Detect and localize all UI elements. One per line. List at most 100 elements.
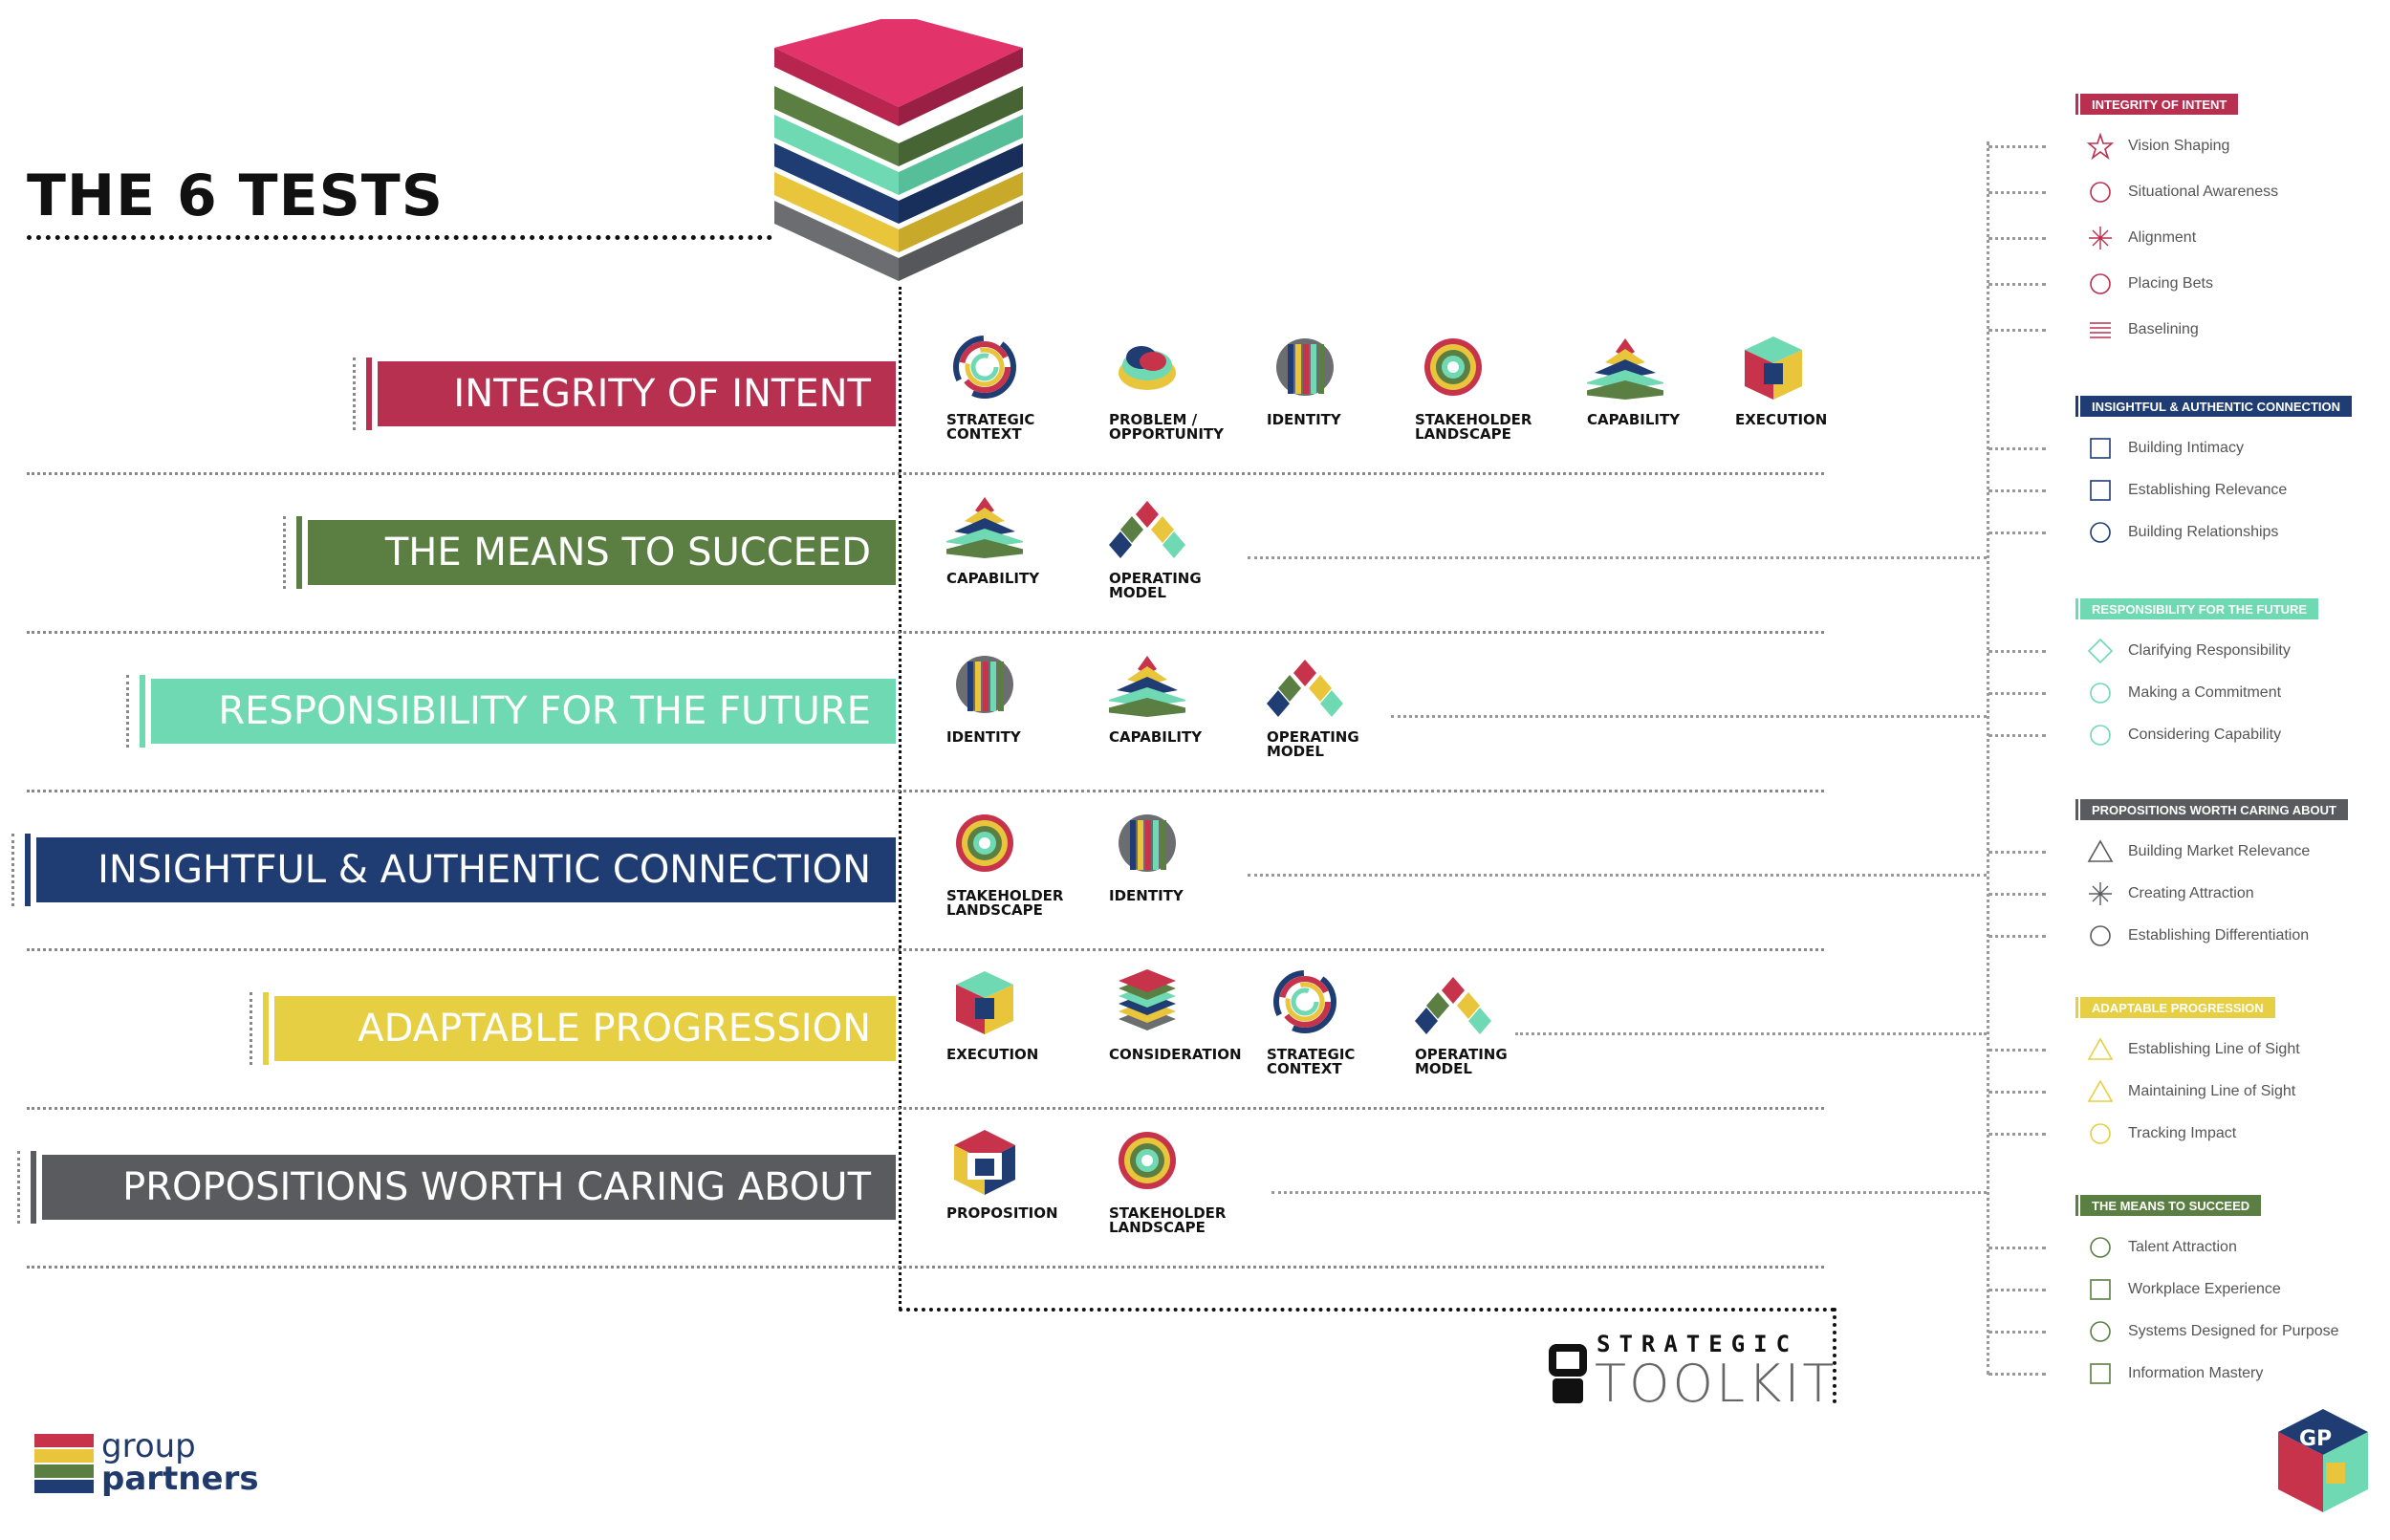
sidebar-item: Workplace Experience — [2086, 1273, 2281, 1306]
row-connector-line — [1271, 1191, 1987, 1194]
stakeholder-landscape-icon — [1119, 1132, 1176, 1189]
banner-tick — [353, 358, 372, 430]
cross-arrows-icon — [2086, 224, 2115, 252]
banner-tick — [283, 516, 302, 589]
square-icon — [2086, 1359, 2115, 1388]
tool-item-label: EXECUTION — [946, 1046, 1039, 1063]
tool-item-stakeholder-landscape: STAKEHOLDER LANDSCAPE — [1415, 331, 1549, 442]
tool-item-label: CAPABILITY — [946, 570, 1040, 587]
tool-item-label: CAPABILITY — [1587, 411, 1681, 428]
sidebar-item-label: Placing Bets — [2128, 275, 2213, 292]
tool-item-strategic-context: STRATEGIC CONTEXT — [1267, 965, 1401, 1076]
sidebar-heading: THE MEANS TO SUCCEED — [2075, 1195, 2262, 1216]
sidebar-item: Alignment — [2086, 222, 2196, 254]
gp-mark — [1549, 1344, 1587, 1403]
tool-item-proposition: PROPOSITION — [946, 1124, 1080, 1221]
squares-icon — [2086, 270, 2115, 298]
tool-item-label: EXECUTION — [1735, 411, 1828, 428]
identity-icon — [1276, 338, 1334, 396]
execution-icon — [1745, 336, 1802, 400]
tool-item-execution: EXECUTION — [1735, 331, 1869, 427]
banner-tick — [250, 992, 269, 1065]
head-icon — [2086, 178, 2115, 206]
tool-item-label: IDENTITY — [1267, 411, 1341, 428]
sidebar-item-label: Building Intimacy — [2128, 440, 2244, 456]
sidebar-heading: ADAPTABLE PROGRESSION — [2075, 997, 2275, 1018]
brand-line2: partners — [101, 1460, 259, 1498]
sidebar-item: Systems Designed for Purpose — [2086, 1315, 2339, 1348]
sidebar-connector — [1988, 734, 2046, 737]
test-label: THE MEANS TO SUCCEED — [384, 531, 871, 575]
sidebar-item: Situational Awareness — [2086, 176, 2278, 208]
tool-item-label: PROPOSITION — [946, 1204, 1058, 1222]
sidebar-item-label: Baselining — [2128, 321, 2199, 337]
row-connector-line — [1248, 556, 1987, 559]
circles-grid-icon — [2086, 922, 2115, 950]
page-title: THE 6 TESTS — [27, 163, 444, 229]
tool-item-label: STRATEGIC CONTEXT — [946, 411, 1035, 443]
identity-icon — [1119, 814, 1176, 872]
sidebar-item-label: Making a Commitment — [2128, 684, 2282, 701]
sidebar-heading: PROPOSITIONS WORTH CARING ABOUT — [2075, 799, 2348, 820]
tool-item-strategic-context: STRATEGIC CONTEXT — [946, 331, 1080, 442]
test-banner-insightful: INSIGHTFUL & AUTHENTIC CONNECTION — [11, 834, 896, 906]
sidebar-item: Considering Capability — [2086, 719, 2281, 751]
test-banner-adaptable: ADAPTABLE PROGRESSION — [250, 992, 896, 1065]
sidebar-item-label: Creating Attraction — [2128, 885, 2254, 901]
bottom-connector-end — [1833, 1308, 1836, 1403]
sidebar-item-label: Establishing Differentiation — [2128, 927, 2310, 944]
test-label: RESPONSIBILITY FOR THE FUTURE — [218, 689, 871, 733]
banner-tick — [17, 1151, 36, 1224]
tool-item-stakeholder-landscape: STAKEHOLDER LANDSCAPE — [946, 807, 1080, 918]
operating-model-icon — [1267, 660, 1343, 717]
magnet-icon — [2086, 1233, 2115, 1262]
operating-model-icon — [1109, 501, 1185, 558]
row-connector-line — [1515, 1032, 1987, 1035]
sidebar-item: Vision Shaping — [2086, 130, 2229, 163]
triangle-box-icon — [2086, 434, 2115, 463]
sidebar-item: Establishing Line of Sight — [2086, 1033, 2300, 1066]
sidebar-heading: INTEGRITY OF INTENT — [2075, 94, 2239, 115]
strategic-context-icon — [953, 336, 1016, 399]
tool-item-label: STAKEHOLDER LANDSCAPE — [946, 887, 1064, 919]
warning-icon — [2086, 1077, 2115, 1106]
sidebar-item: Making a Commitment — [2086, 677, 2281, 709]
sidebar-item-label: Establishing Relevance — [2128, 482, 2288, 498]
sidebar-connector — [1988, 692, 2046, 695]
sidebar-item-label: Information Mastery — [2128, 1365, 2264, 1381]
problem-opportunity-icon — [1119, 346, 1176, 390]
sidebar-item-label: Tracking Impact — [2128, 1125, 2237, 1141]
sidebar-connector — [1988, 893, 2046, 896]
peaks-icon — [2086, 837, 2115, 866]
row-separator — [27, 1266, 1824, 1269]
sidebar-item-label: Building Market Relevance — [2128, 843, 2311, 859]
tool-item-label: OPERATING MODEL — [1109, 570, 1202, 601]
row-separator — [27, 631, 1824, 634]
tool-item-identity: IDENTITY — [1109, 807, 1243, 903]
tool-item-label: OPERATING MODEL — [1267, 728, 1359, 760]
gp-cube-icon: GP — [2278, 1409, 2368, 1512]
bowtie-icon — [2086, 518, 2115, 547]
tool-item-label: STRATEGIC CONTEXT — [1267, 1046, 1356, 1077]
consideration-icon — [1119, 969, 1176, 1030]
rings-icon — [2086, 1317, 2115, 1346]
nodes-icon — [2086, 721, 2115, 749]
building-icon — [2086, 1275, 2115, 1304]
sidebar-item: Clarifying Responsibility — [2086, 635, 2291, 667]
tool-item-label: STAKEHOLDER LANDSCAPE — [1109, 1204, 1227, 1236]
sidebar-connector — [1988, 145, 2046, 148]
test-banner-integrity: INTEGRITY OF INTENT — [353, 358, 896, 430]
sidebar-connector — [1988, 650, 2046, 653]
group-partners-flag-icon — [34, 1434, 94, 1493]
right-spine-line — [1987, 141, 1989, 1375]
sidebar-item-label: Building Relationships — [2128, 524, 2279, 540]
tool-item-identity: IDENTITY — [1267, 331, 1401, 427]
star-icon — [2086, 132, 2115, 161]
sidebar-item-label: Situational Awareness — [2128, 184, 2279, 200]
sidebar-connector — [1988, 851, 2046, 854]
sidebar-item-label: Considering Capability — [2128, 727, 2282, 743]
sidebar-connector — [1988, 283, 2046, 286]
stakeholder-landscape-icon — [956, 814, 1013, 872]
sidebar-item-label: Vision Shaping — [2128, 138, 2230, 154]
